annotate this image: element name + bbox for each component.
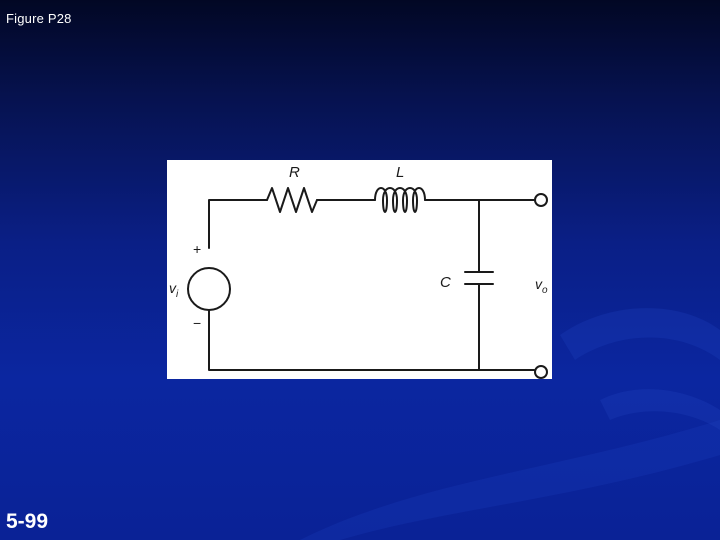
wire-bottom bbox=[208, 309, 535, 371]
output-label: vo bbox=[535, 276, 548, 296]
inductor-symbol bbox=[374, 187, 426, 213]
circuit-diagram: R L C + − vi vo bbox=[167, 160, 552, 379]
minus-sign: − bbox=[193, 315, 201, 331]
figure-label: Figure P28 bbox=[6, 11, 72, 26]
source-subscript: i bbox=[176, 289, 179, 300]
resistor-symbol bbox=[266, 187, 318, 213]
page-number: 5-99 bbox=[6, 510, 49, 533]
inductor-label: L bbox=[396, 164, 404, 181]
output-terminal-bottom bbox=[534, 365, 548, 379]
output-terminal-top bbox=[534, 193, 548, 207]
voltage-source-symbol bbox=[187, 267, 231, 311]
output-subscript: o bbox=[542, 285, 548, 296]
plus-sign: + bbox=[193, 241, 201, 257]
resistor-label: R bbox=[289, 164, 300, 181]
circuit-svg: R L C + − vi vo bbox=[169, 164, 548, 379]
capacitor-label: C bbox=[440, 274, 451, 291]
source-label: vi bbox=[169, 280, 179, 300]
wire-top-left bbox=[208, 199, 268, 249]
